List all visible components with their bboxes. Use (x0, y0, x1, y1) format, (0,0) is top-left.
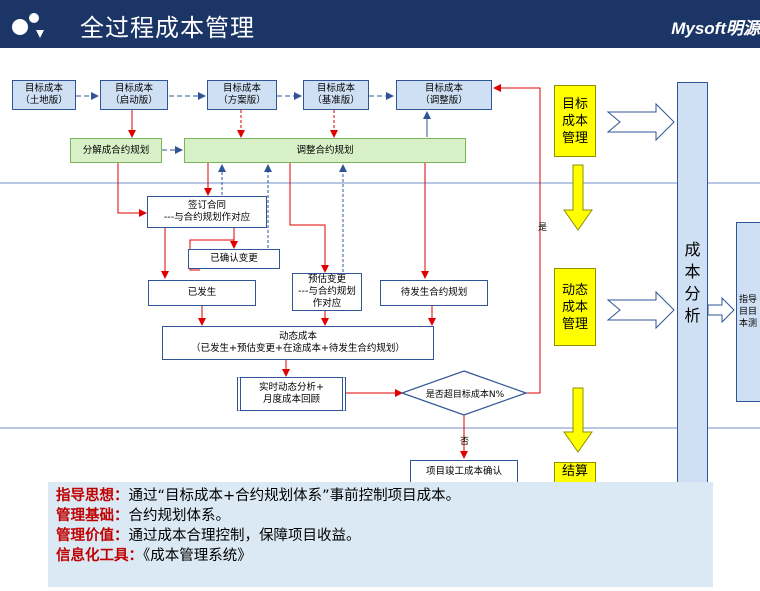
no-label: 否 (460, 437, 470, 447)
logo-icon (12, 13, 44, 38)
note-line: 指导思想：通过“目标成本+合约规划体系”事前控制项目成本。 (56, 486, 705, 506)
note-line: 信息化工具：《成本管理系统》 (56, 546, 705, 566)
note-key: 指导思想： (56, 488, 129, 504)
page-title: 全过程成本管理 (80, 14, 255, 42)
completion-box: 项目竣工成本确认 (410, 460, 518, 484)
dynamic-mgmt-box: 动态 成本 管理 (554, 268, 596, 346)
target-mgmt-box: 目标 成本 管理 (554, 85, 596, 157)
note-line: 管理价值：通过成本合理控制，保障项目收益。 (56, 526, 705, 546)
target-base-box: 目标成本 （基准版） (303, 80, 369, 110)
target-land-box: 目标成本 （土地版） (12, 80, 76, 110)
pending-plan-box: 待发生合约规划 (380, 280, 488, 306)
occurred-box: 已发生 (148, 280, 256, 306)
note-value: 《成本管理系统》 (143, 548, 252, 564)
cost-analysis-box: 成 本 分 析 (677, 82, 708, 484)
brand-logo: Mysoft明源 (671, 19, 760, 38)
note-key: 管理价值： (56, 528, 129, 544)
decision-label: 是否超目标成本N% (425, 390, 505, 400)
note-value: 通过“目标成本+合约规划体系”事前控制项目成本。 (128, 488, 461, 504)
realtime-analysis-box: 实时动态分析+ 月度成本回顾 (237, 377, 346, 411)
note-line: 管理基础：合约规划体系。 (56, 506, 705, 526)
third-mgmt-box: 结算 (554, 462, 596, 484)
target-launch-box: 目标成本 （启动版） (100, 80, 168, 110)
yes-label: 是 (538, 223, 548, 233)
summary-note: 指导思想：通过“目标成本+合约规划体系”事前控制项目成本。 管理基础：合约规划体… (48, 482, 713, 587)
decision-diamond (400, 370, 528, 416)
note-key: 管理基础： (56, 508, 129, 524)
estimated-change-box: 预估变更 ---与合约规划 作对应 (292, 273, 362, 311)
adjust-plan-box: 调整合约规划 (184, 138, 466, 163)
guide-box: 指导 目目 本测 (736, 222, 760, 402)
sign-contract-box: 签订合同 ---与合约规划作对应 (147, 196, 267, 228)
note-key: 信息化工具： (56, 548, 143, 564)
target-adjust-box: 目标成本 （调整版） (396, 80, 492, 110)
confirmed-change-box: 已确认变更 (188, 249, 280, 269)
dynamic-cost-box: 动态成本 （已发生+预估变更+在途成本+待发生合约规划） (162, 326, 434, 360)
header-bar: 全过程成本管理 Mysoft明源 (0, 0, 760, 48)
process-diagram (0, 84, 760, 459)
decompose-box: 分解成合约规划 (70, 138, 162, 163)
target-plan-box: 目标成本 （方案版） (207, 80, 277, 110)
note-value: 通过成本合理控制，保障项目收益。 (128, 528, 361, 544)
note-value: 合约规划体系。 (128, 508, 231, 524)
